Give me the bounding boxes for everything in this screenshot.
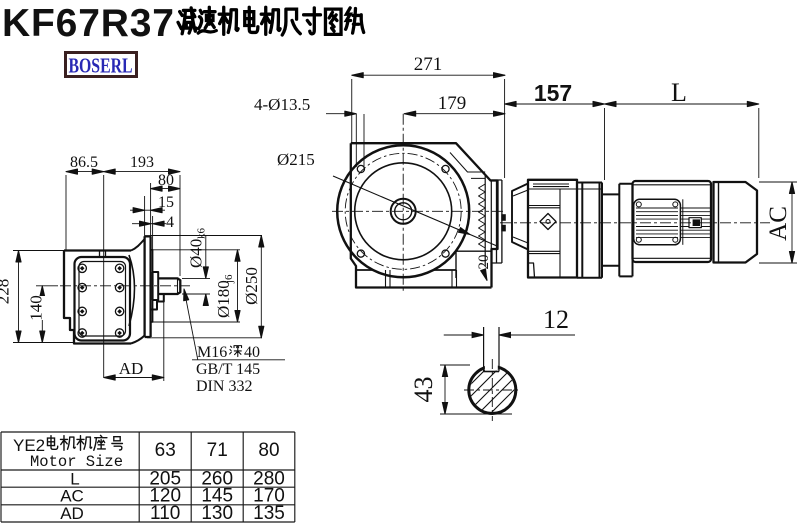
svg-text:Ø180: Ø180 <box>214 280 233 318</box>
svg-text:86.5: 86.5 <box>70 154 98 171</box>
svg-text:15: 15 <box>158 194 174 211</box>
svg-text:4-Ø13.5: 4-Ø13.5 <box>254 95 310 114</box>
svg-text:AD: AD <box>60 504 84 523</box>
svg-text:Ø40: Ø40 <box>187 239 206 268</box>
svg-text:63: 63 <box>155 440 176 461</box>
svg-text:271: 271 <box>414 54 443 75</box>
svg-text:145: 145 <box>201 486 233 507</box>
svg-text:43: 43 <box>409 377 438 403</box>
svg-text:AD: AD <box>119 359 144 378</box>
svg-text:AC: AC <box>765 206 792 241</box>
svg-text:120: 120 <box>149 486 181 507</box>
svg-text:L: L <box>70 470 79 489</box>
svg-text:AC: AC <box>60 487 84 506</box>
svg-text:40: 40 <box>244 344 260 361</box>
svg-text:BOSERL: BOSERL <box>69 54 133 78</box>
svg-text:260: 260 <box>201 469 233 490</box>
svg-text:12: 12 <box>543 305 569 334</box>
svg-text:M16: M16 <box>197 344 227 361</box>
svg-text:280: 280 <box>253 469 285 490</box>
svg-text:179: 179 <box>438 93 467 114</box>
svg-text:KF67R37: KF67R37 <box>2 2 174 45</box>
svg-text:YE2: YE2 <box>13 436 45 455</box>
svg-text:20: 20 <box>476 255 492 270</box>
svg-text:Ø215: Ø215 <box>277 150 315 169</box>
svg-text:157: 157 <box>534 80 572 106</box>
svg-text:L: L <box>671 78 687 107</box>
svg-text:140: 140 <box>27 295 46 321</box>
svg-text:193: 193 <box>130 154 154 171</box>
svg-text:80: 80 <box>158 172 174 189</box>
svg-text:DIN 332: DIN 332 <box>196 378 252 395</box>
svg-text:228: 228 <box>0 279 13 305</box>
svg-text:k6: k6 <box>196 228 208 240</box>
svg-text:GB/T 145: GB/T 145 <box>196 361 260 378</box>
svg-text:Motor Size: Motor Size <box>30 453 123 471</box>
svg-text:135: 135 <box>253 503 285 524</box>
svg-text:80: 80 <box>258 440 279 461</box>
svg-text:205: 205 <box>149 469 181 490</box>
svg-text:4: 4 <box>166 214 174 231</box>
svg-text:130: 130 <box>201 503 233 524</box>
svg-text:Ø250: Ø250 <box>242 267 261 305</box>
svg-text:110: 110 <box>150 503 180 524</box>
svg-text:71: 71 <box>207 440 228 461</box>
svg-text:j6: j6 <box>223 274 235 284</box>
svg-text:170: 170 <box>253 486 285 507</box>
